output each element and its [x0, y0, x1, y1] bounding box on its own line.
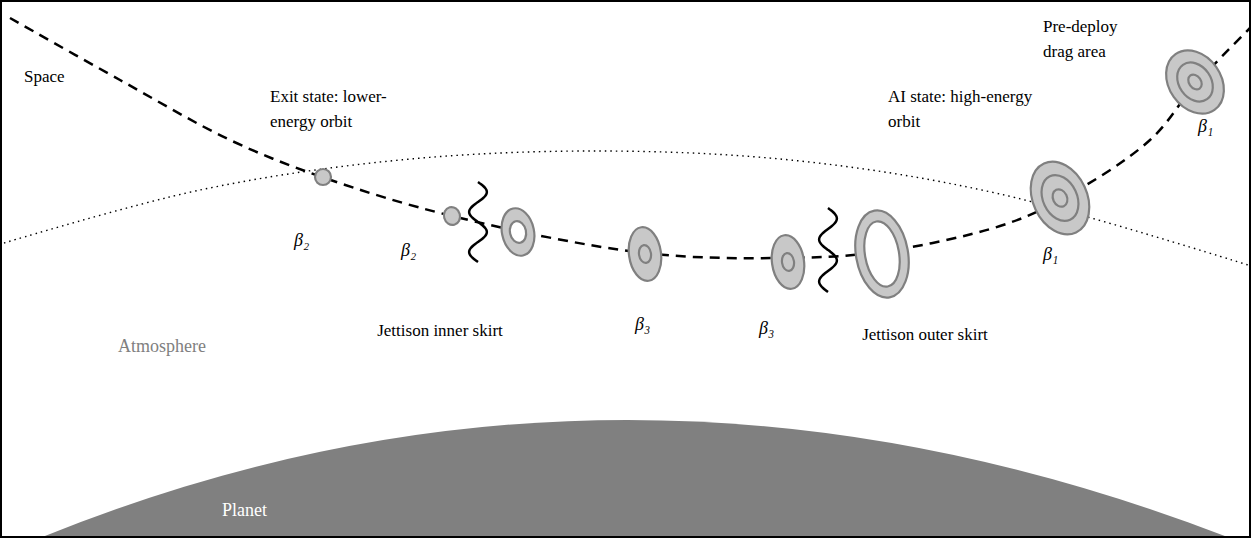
annotation: AI state: high-energy orbit: [888, 84, 1038, 134]
spacecraft: [1019, 152, 1100, 244]
drag-skirt: [508, 220, 528, 245]
drag-skirt: [849, 206, 915, 302]
annotation: Pre-deploy drag area: [1043, 14, 1143, 64]
drag-skirt: [1170, 56, 1220, 109]
ballistic-coefficient: β₃: [635, 312, 669, 337]
spacecraft: [1154, 39, 1236, 125]
atmosphere-boundary: [4, 151, 1248, 265]
drag-skirt: [781, 252, 795, 271]
ballistic-coefficient: β₃: [759, 316, 793, 341]
annotation: Jettison inner skirt: [375, 318, 505, 343]
spacecraft: [315, 169, 331, 185]
drag-skirt: [1154, 39, 1236, 125]
annotation: Exit state: lower-energy orbit: [270, 84, 420, 134]
ballistic-coefficient: β₁: [1198, 114, 1232, 139]
jettison-mark: [469, 182, 487, 262]
ballistic-coefficient: β₂: [294, 228, 328, 253]
drag-skirt: [768, 233, 807, 291]
drag-skirt: [1185, 72, 1204, 92]
drag-skirt: [860, 219, 905, 290]
planet-shape: [2, 420, 1249, 536]
spacecraft: [442, 205, 462, 227]
drag-skirt: [1034, 169, 1085, 227]
spacecraft: [849, 206, 915, 302]
spacecraft: [625, 225, 664, 283]
drag-skirt: [1050, 187, 1070, 209]
ballistic-coefficient: β₁: [1043, 242, 1077, 267]
drag-skirt: [1019, 152, 1100, 244]
region-label: Space: [24, 64, 104, 89]
planet-label: Planet: [222, 500, 267, 521]
drag-skirt: [625, 225, 664, 283]
jettison-mark: [819, 208, 837, 292]
annotation: Jettison outer skirt: [840, 322, 1010, 347]
planet-surface: [40, 420, 1230, 536]
drag-skirt: [638, 244, 652, 263]
drag-skirt: [497, 205, 538, 259]
region-label: Atmosphere: [118, 334, 248, 359]
drag-skirt: [315, 169, 331, 185]
drag-skirt: [442, 205, 462, 227]
ballistic-coefficient: β₂: [401, 238, 435, 263]
spacecraft: [768, 233, 807, 291]
planet-body: Planet: [2, 420, 1249, 536]
spacecraft: [497, 205, 538, 259]
